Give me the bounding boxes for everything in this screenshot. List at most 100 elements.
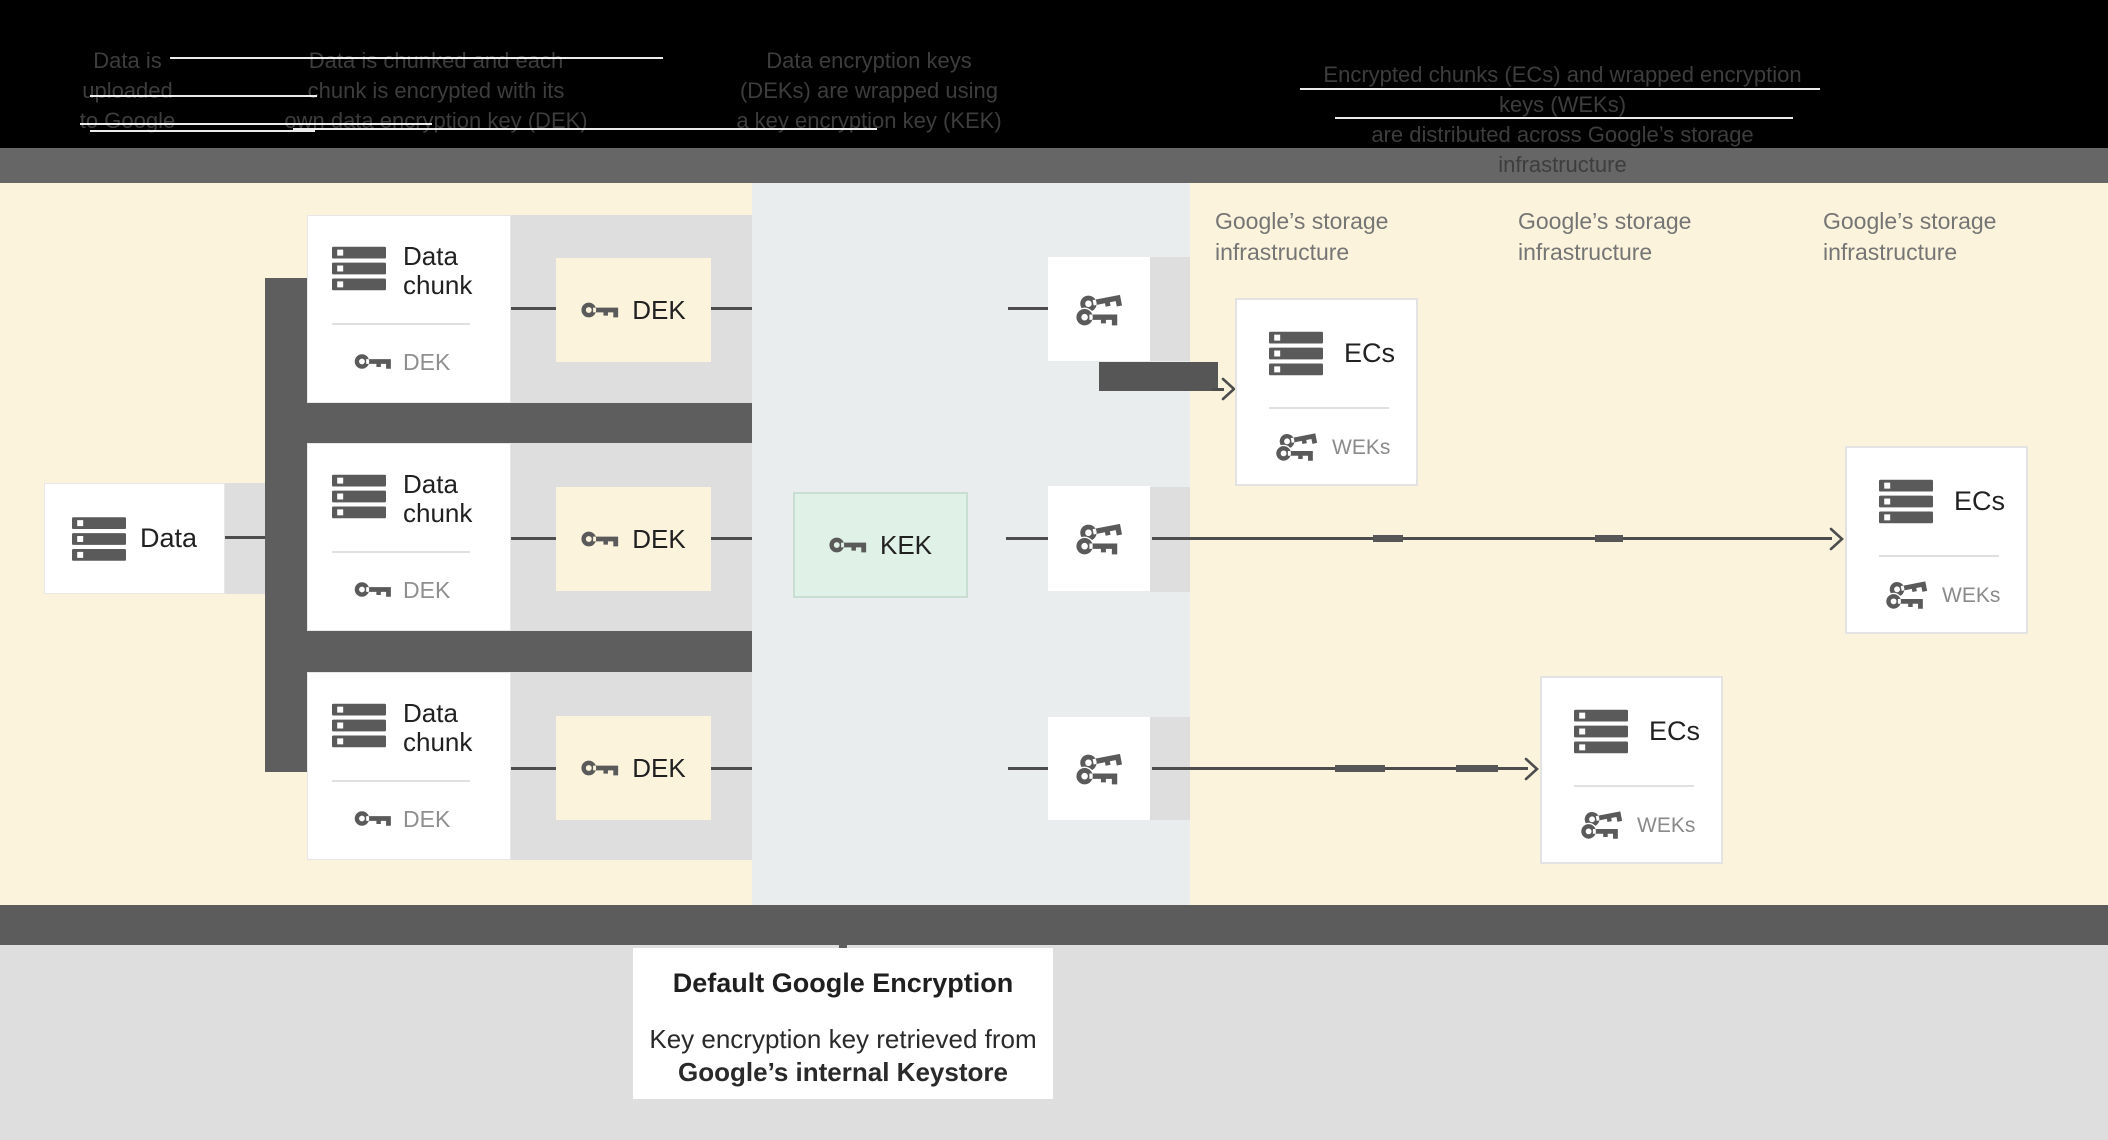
dek-label: DEK (632, 523, 686, 554)
storage-label-line: infrastructure (1215, 239, 1350, 265)
storage-label-line: Google’s storage (1215, 208, 1389, 234)
dek-small-label: DEK (403, 349, 451, 375)
caption-body: Key encryption key retrieved from Google… (633, 1023, 1053, 1089)
connector-line (711, 767, 752, 770)
server-icon (1879, 479, 1933, 524)
chunk-label-line: chunk (403, 270, 473, 300)
chunk-label-line: Data (403, 241, 458, 271)
step-text-line: Encrypted chunks (ECs) and wrapped encry… (1323, 62, 1802, 117)
key-icon (829, 536, 867, 554)
server-icon (72, 517, 126, 561)
connector-line (1006, 537, 1048, 540)
header-step-4: Encrypted chunks (ECs) and wrapped encry… (1305, 60, 1820, 180)
weks-label: WEKs (1332, 436, 1391, 459)
trunk-bar (265, 278, 307, 772)
server-icon (1574, 709, 1628, 754)
chunk-label-line: Data (403, 698, 458, 728)
header-step-3: Data encryption keys (DEKs) are wrapped … (730, 46, 1008, 136)
ecs-label: ECs (1649, 716, 1701, 746)
kek-chip: KEK (793, 492, 968, 598)
caption-title: Default Google Encryption (672, 968, 1014, 998)
data-label: Data (139, 523, 198, 553)
arrow-thick-segment (1595, 535, 1623, 542)
key-icon (354, 581, 392, 598)
arrow-thick-segment (1373, 535, 1403, 542)
double-key-icon (1275, 430, 1318, 463)
step-text-line: own data encryption key (DEK) (284, 108, 588, 133)
card-divider (1269, 407, 1389, 409)
pipe-bar (1099, 362, 1218, 391)
wrapped-key-box (1048, 486, 1150, 591)
step-text-line: Data is (93, 48, 162, 73)
chunk-label-line: Data (403, 469, 458, 499)
gap-bar (265, 631, 752, 672)
storage-label: Google’s storage infrastructure (1823, 206, 2083, 268)
chunk-label-line: chunk (403, 498, 473, 528)
step-text-line: a key encryption key (KEK) (736, 108, 1002, 133)
chunk-label: Data chunk (403, 470, 472, 528)
ecs-label: ECs (1954, 486, 2006, 516)
header-artifact-line (90, 130, 315, 132)
chunk-label: Data chunk (403, 699, 472, 757)
connector-line (711, 307, 752, 310)
dek-small-label: DEK (403, 577, 451, 603)
data-chunk-card: Data chunk DEK (307, 215, 511, 403)
key-icon (581, 759, 619, 777)
step-text-line: uploaded (82, 78, 173, 103)
double-key-icon (1075, 520, 1123, 557)
step-text-line: chunk is encrypted with its (307, 78, 565, 103)
key-icon (581, 301, 619, 319)
ecs-card: ECs WEKs (1235, 298, 1418, 486)
header-artifact-line (80, 123, 432, 125)
storage-label: Google’s storage infrastructure (1518, 206, 1778, 268)
double-key-icon (1075, 750, 1123, 787)
connector-line (511, 537, 556, 540)
chunk-label: Data chunk (403, 242, 472, 300)
chunk-label-line: chunk (403, 727, 473, 757)
caption-card: Default Google Encryption Key encryption… (633, 948, 1053, 1099)
wrapped-key-box (1048, 717, 1150, 820)
header-artifact-line (1300, 88, 1820, 90)
footer-area (0, 945, 2108, 1140)
server-icon (332, 246, 386, 291)
weks-label: WEKs (1942, 584, 2001, 607)
step-text-line: are distributed across Google’s storage … (1371, 122, 1754, 177)
card-divider (1879, 555, 1999, 557)
bottom-divider-bar (0, 905, 2108, 945)
storage-label: Google’s storage infrastructure (1215, 206, 1475, 268)
dek-label: DEK (632, 752, 686, 783)
connector-line (511, 307, 556, 310)
connector-line (225, 536, 265, 539)
weks-label: WEKs (1637, 814, 1696, 837)
key-icon (581, 530, 619, 548)
card-divider (332, 323, 470, 325)
arrow-head-icon (1524, 757, 1539, 781)
connector-line (1008, 767, 1048, 770)
server-icon (332, 474, 386, 519)
card-divider (332, 551, 470, 553)
data-chunk-card: Data chunk DEK (307, 443, 511, 631)
dek-label: DEK (632, 294, 686, 325)
storage-label-line: infrastructure (1518, 239, 1653, 265)
caption-body-line: Key encryption key retrieved from (649, 1024, 1037, 1054)
ecs-card: ECs WEKs (1540, 676, 1723, 864)
header-artifact-line (1335, 117, 1793, 119)
arrow-thick-segment (1456, 765, 1498, 772)
server-icon (332, 703, 386, 748)
arrow-line (1152, 537, 1832, 540)
dek-chip: DEK (556, 487, 711, 591)
server-icon (1269, 331, 1323, 376)
header-artifact-line (90, 95, 317, 97)
top-divider-bar (0, 148, 2108, 183)
connector-line (1008, 307, 1048, 310)
ecs-label: ECs (1344, 338, 1396, 368)
caption-body-line: Google’s internal Keystore (678, 1057, 1008, 1087)
storage-label-line: Google’s storage (1518, 208, 1692, 234)
data-chunk-card: Data chunk DEK (307, 672, 511, 860)
ecs-card: ECs WEKs (1845, 446, 2028, 634)
storage-label-line: Google’s storage (1823, 208, 1997, 234)
wrapped-key-box (1048, 257, 1150, 361)
step-text-line: Data is chunked and each (308, 48, 564, 73)
header-artifact-line (293, 128, 877, 130)
gap-bar (265, 403, 752, 443)
